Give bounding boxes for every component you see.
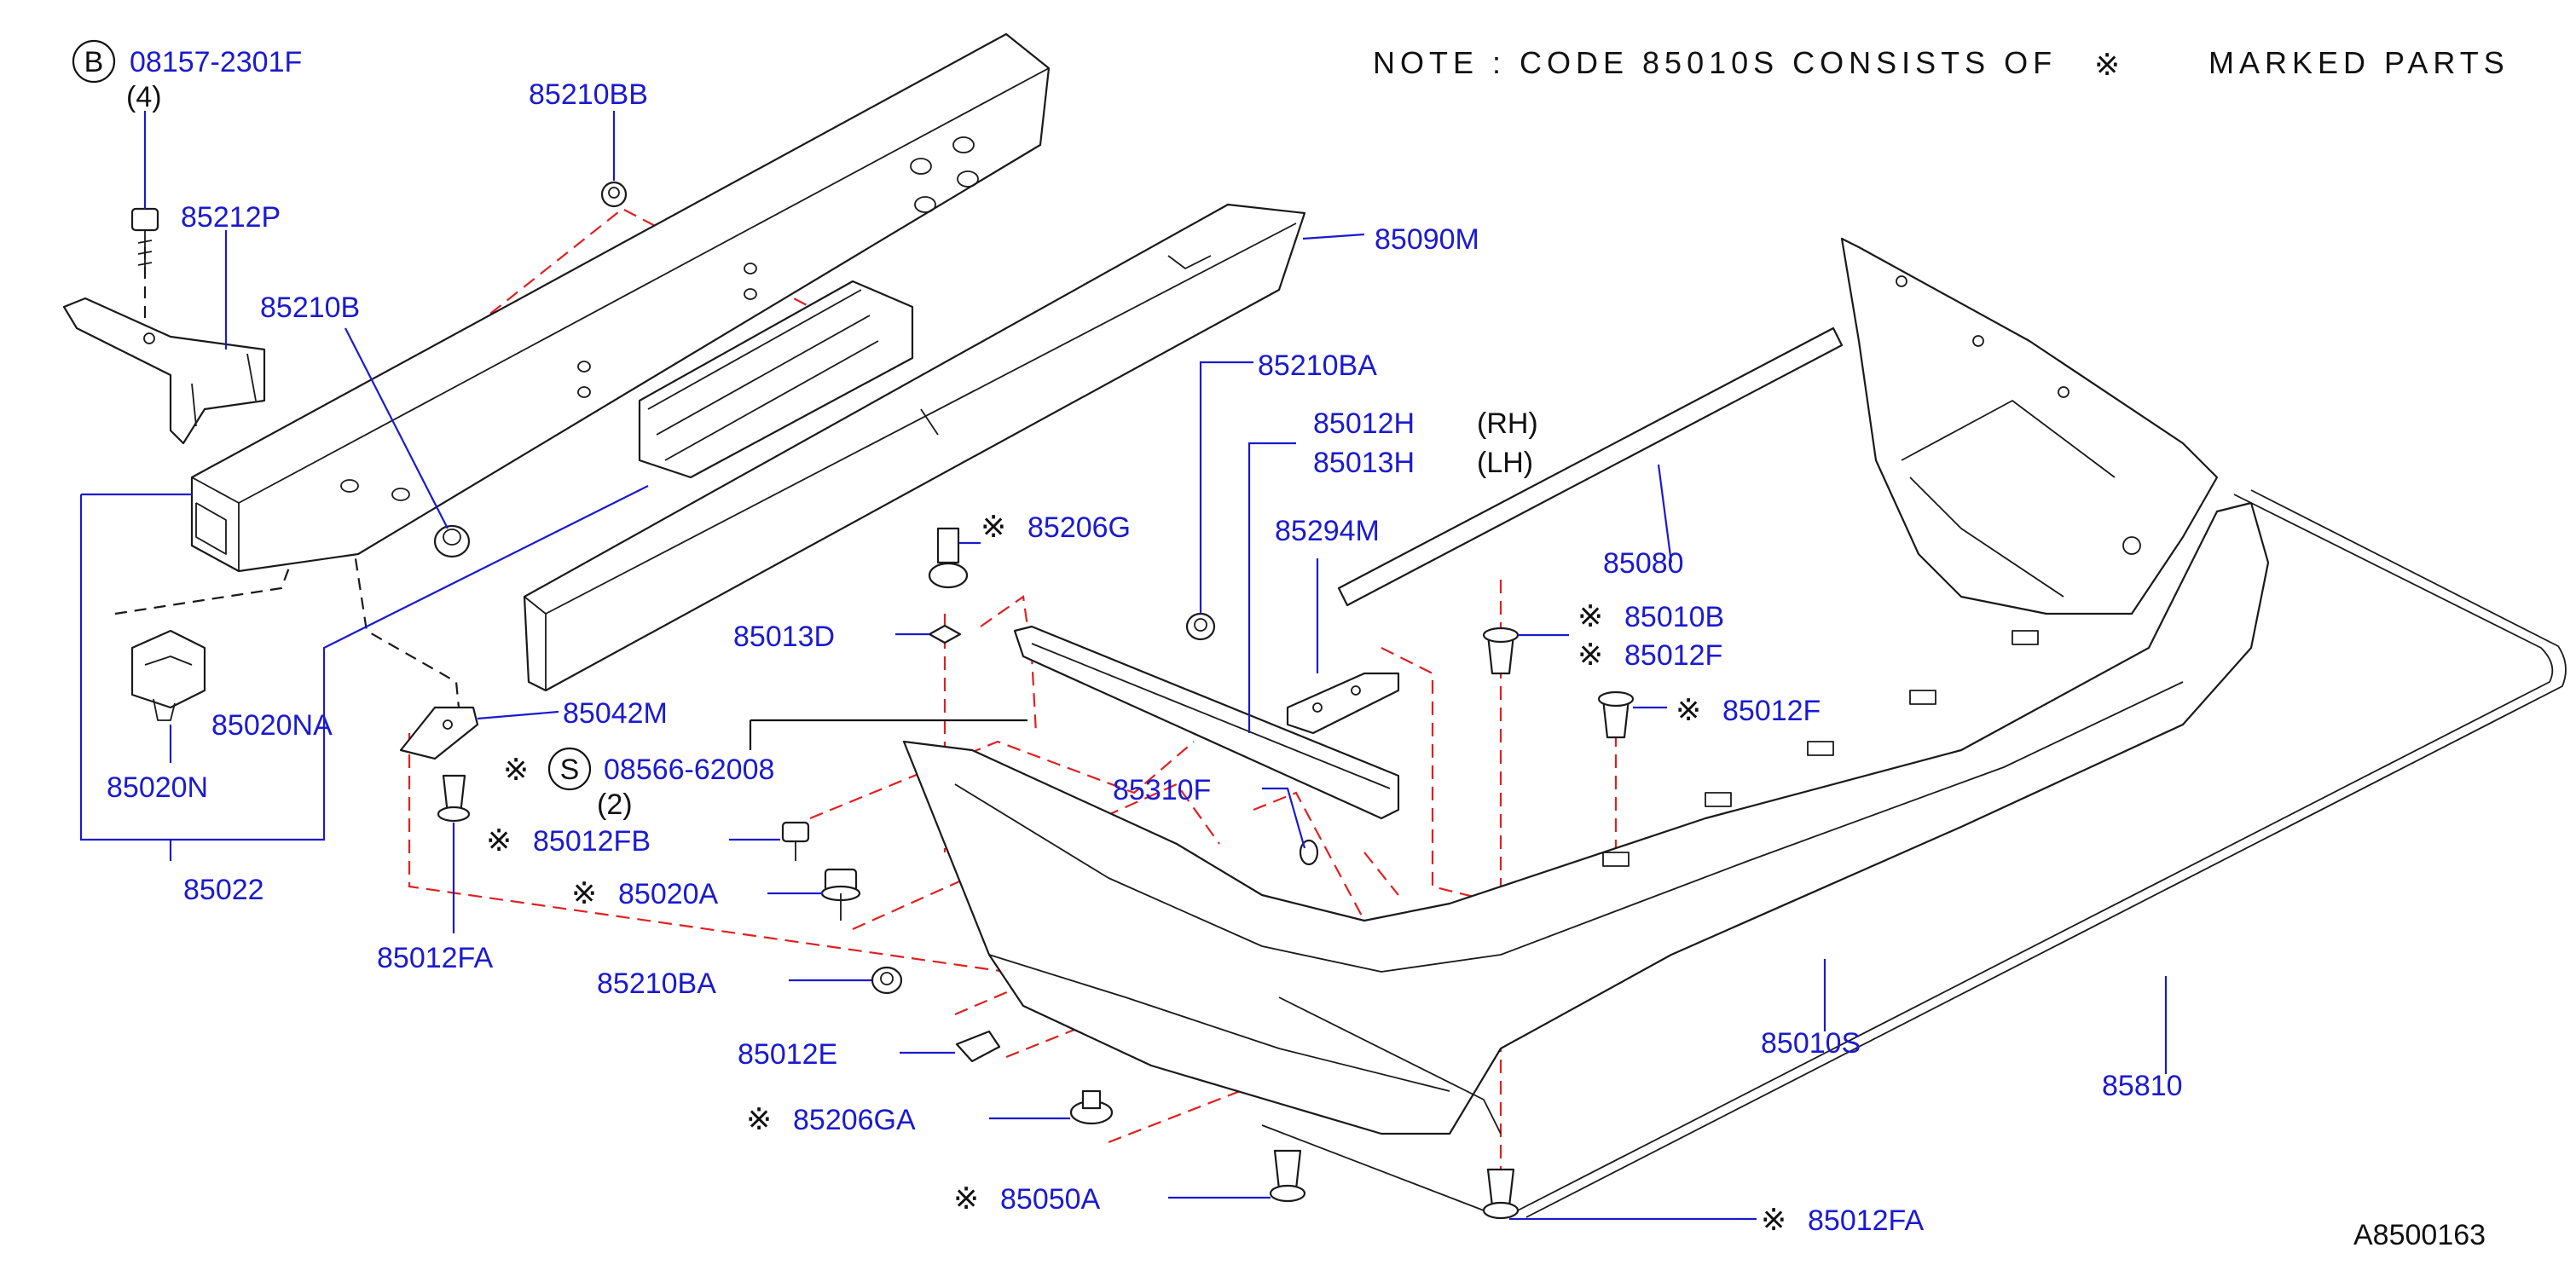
bolt-85020A bbox=[820, 868, 861, 921]
mark-85010B: ※ bbox=[1577, 599, 1603, 634]
label-85080: 85080 bbox=[1603, 547, 1684, 580]
energy-absorber bbox=[523, 203, 1306, 692]
mark-85012FB: ※ bbox=[486, 823, 512, 858]
leader-lines bbox=[79, 111, 2168, 1221]
washer-85013D bbox=[928, 624, 962, 644]
mark-85206G: ※ bbox=[981, 510, 1006, 545]
mark-85020A: ※ bbox=[571, 876, 597, 911]
clip-85012FA-left bbox=[437, 774, 471, 823]
diagram-code: A8500163 bbox=[2353, 1219, 2486, 1251]
label-85012FA-left: 85012FA bbox=[377, 942, 493, 974]
note-suffix: MARKED PARTS bbox=[2208, 45, 2509, 80]
label-85210BA-top: 85210BA bbox=[1258, 349, 1377, 382]
label-85012FA-right: 85012FA bbox=[1808, 1204, 1924, 1237]
label-lh: (LH) bbox=[1477, 447, 1533, 479]
label-85012F-b: 85012F bbox=[1722, 695, 1821, 727]
bracket-85012H bbox=[1013, 625, 1400, 820]
label-85212P: 85212P bbox=[181, 201, 281, 234]
mark-85012F-a: ※ bbox=[1577, 638, 1603, 673]
nut-85210BB bbox=[600, 181, 628, 208]
label-85042M: 85042M bbox=[563, 697, 668, 730]
clip-85012E bbox=[955, 1030, 1001, 1063]
label-08566-62008: 08566-62008 bbox=[604, 754, 774, 786]
bracket-85294M bbox=[1286, 672, 1400, 735]
label-85012FB: 85012FB bbox=[533, 825, 651, 858]
label-08157-2301F: 08157-2301F bbox=[130, 46, 302, 78]
label-85294M: 85294M bbox=[1275, 515, 1380, 547]
nut-85210BA-top bbox=[1185, 612, 1216, 641]
note-mark: ※ bbox=[2094, 48, 2120, 83]
strip-85080 bbox=[1337, 326, 1844, 607]
bumper-fascia bbox=[902, 237, 2270, 1135]
callouts: B 08157-2301F (4) 85210BB 85212P 85210B … bbox=[72, 39, 2486, 1251]
label-85010B: 85010B bbox=[1624, 601, 1724, 633]
fasteners bbox=[437, 181, 1635, 1220]
mark-85012FA-right: ※ bbox=[1761, 1203, 1786, 1238]
screw-85012FB bbox=[781, 821, 810, 861]
label-85012E: 85012E bbox=[738, 1038, 837, 1071]
bracket-85042M bbox=[399, 706, 479, 760]
grommet-85206G bbox=[928, 527, 969, 589]
note-header: NOTE : CODE 85010S CONSISTS OF ※ MARKED … bbox=[1373, 45, 2509, 83]
label-85010S: 85010S bbox=[1761, 1027, 1861, 1060]
label-85210B: 85210B bbox=[260, 292, 360, 324]
label-85050A: 85050A bbox=[1000, 1183, 1101, 1216]
screw-85050A bbox=[1269, 1149, 1306, 1203]
mark-85012F-b: ※ bbox=[1676, 693, 1701, 728]
grommet-85206GA bbox=[1069, 1089, 1114, 1125]
label-rh: (RH) bbox=[1477, 407, 1538, 440]
mark-85050A: ※ bbox=[953, 1181, 979, 1216]
label-85020N: 85020N bbox=[107, 771, 208, 804]
label-85210BA-low: 85210BA bbox=[597, 968, 716, 1000]
s-badge-circle bbox=[547, 747, 592, 791]
label-85310F: 85310F bbox=[1113, 774, 1211, 806]
label-85090M: 85090M bbox=[1375, 223, 1479, 256]
label-85020A: 85020A bbox=[618, 878, 719, 910]
b-badge-circle bbox=[72, 39, 116, 84]
label-85206GA: 85206GA bbox=[793, 1104, 916, 1136]
label-85013H: 85013H bbox=[1313, 447, 1415, 479]
bumper-reinforcement bbox=[190, 32, 1051, 573]
label-85013D: 85013D bbox=[733, 621, 835, 653]
mount-85020N bbox=[130, 629, 206, 721]
s-badge: S bbox=[560, 754, 580, 786]
nut-85210BA-low bbox=[871, 966, 903, 995]
clip-85010B bbox=[1482, 627, 1520, 675]
label-qty-4: (4) bbox=[126, 81, 162, 113]
label-85206G: 85206G bbox=[1028, 511, 1131, 544]
label-85810: 85810 bbox=[2102, 1070, 2183, 1102]
label-85012F-a: 85012F bbox=[1624, 639, 1722, 672]
label-qty-2: (2) bbox=[597, 788, 633, 821]
side-bracket-85212P bbox=[62, 207, 266, 445]
b-badge: B bbox=[84, 46, 104, 78]
label-85210BB: 85210BB bbox=[529, 78, 648, 111]
label-85012H: 85012H bbox=[1313, 407, 1415, 440]
mark-85206GA: ※ bbox=[746, 1102, 772, 1137]
note-prefix: NOTE : CODE 85010S CONSISTS OF bbox=[1373, 45, 2057, 80]
clip-85012F bbox=[1597, 690, 1635, 739]
label-85020NA: 85020NA bbox=[211, 709, 333, 742]
clip-85012FA-right bbox=[1482, 1168, 1520, 1220]
mark-08566: ※ bbox=[503, 753, 529, 788]
label-85022: 85022 bbox=[183, 874, 264, 906]
